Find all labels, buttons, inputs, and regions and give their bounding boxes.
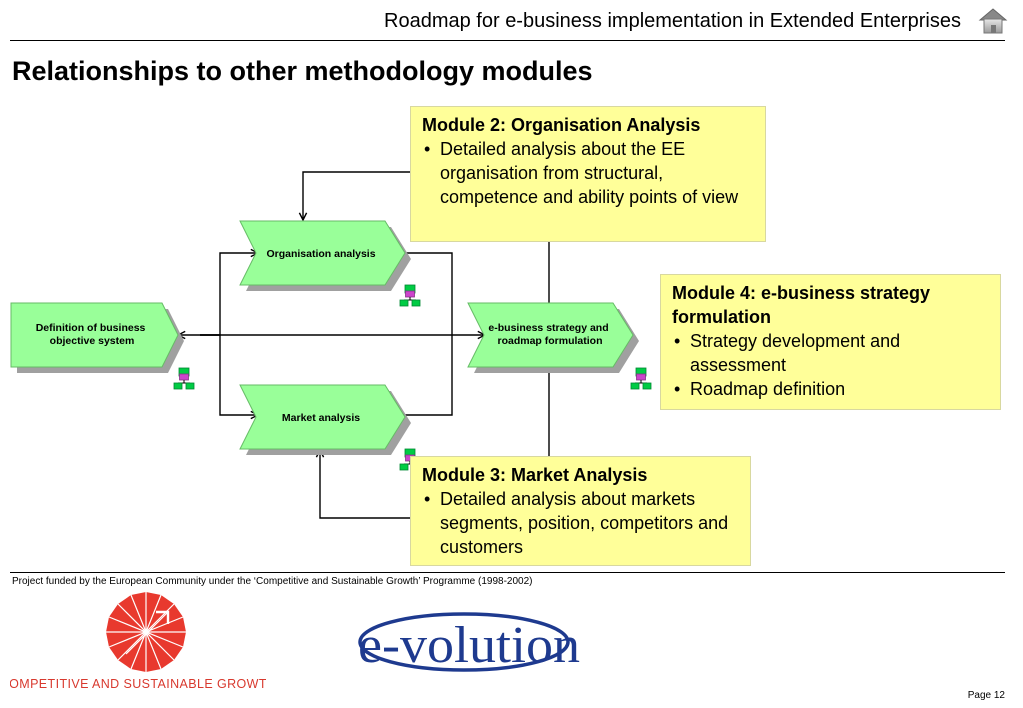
connector-module3-market [320, 450, 410, 519]
callout-module4-title: Module 4: e-business strategy formulatio… [672, 283, 931, 327]
node-definition: Definition of business objective system [10, 302, 184, 373]
org-unit-icon [173, 367, 195, 390]
svg-text:e-business strategy and: e-business strategy and roadmap formulat… [488, 322, 611, 347]
callout-module4-bullet: Strategy development and assessment [672, 329, 990, 377]
callout-module3: Module 3: Market Analysis Detailed analy… [410, 456, 751, 566]
node-organisation-label: Organisation analysis [266, 248, 375, 260]
callout-module2-title: Module 2: Organisation Analysis [422, 115, 701, 135]
callout-module3-title: Module 3: Market Analysis [422, 465, 648, 485]
header-rule [10, 40, 1005, 41]
svg-text:Organisation analysis: Organisation analysis [266, 248, 375, 260]
header-title: Roadmap for e-business implementation in… [384, 10, 961, 32]
page-number: Page 12 [967, 690, 1005, 701]
callout-module2-list: Detailed analysis about the EE organisat… [422, 137, 755, 209]
node-ebusiness-line1: e-business strategy and [488, 322, 608, 334]
home-icon[interactable] [978, 6, 1008, 36]
callout-module4-bullet: Roadmap definition [672, 377, 990, 401]
page-title: Relationships to other methodology modul… [12, 56, 593, 86]
csg-logo: COMPETITIVE AND SUSTAINABLE GROWTH [10, 592, 266, 691]
callout-module4: Module 4: e-business strategy formulatio… [660, 274, 1001, 410]
footer-note: Project funded by the European Community… [12, 576, 533, 587]
connector-market-ebusiness [405, 335, 453, 416]
org-unit-icon [399, 284, 421, 307]
connector-organisation-ebusiness [405, 252, 453, 335]
connectors [178, 171, 550, 519]
org-unit-icon [630, 367, 652, 390]
node-market: Market analysis [239, 384, 411, 455]
callout-module3-bullet: Detailed analysis about markets segments… [422, 487, 740, 559]
connector-module2-organisation [303, 171, 410, 220]
svg-text:Definition of business: Definition of business objective system [36, 322, 149, 347]
node-ebusiness-line2: roadmap formulation [497, 335, 602, 347]
node-organisation: Organisation analysis [239, 220, 411, 291]
svg-text:Market analysis: Market analysis [282, 412, 360, 424]
callout-module2-bullet: Detailed analysis about the EE organisat… [422, 137, 755, 209]
node-definition-line2: objective system [50, 335, 135, 347]
node-definition-line1: Definition of business [36, 322, 146, 334]
footer-rule [10, 572, 1005, 573]
evolution-logo: e-volution [358, 612, 580, 674]
callout-module2: Module 2: Organisation Analysis Detailed… [410, 106, 766, 242]
callout-module3-list: Detailed analysis about markets segments… [422, 487, 740, 559]
evolution-logo-text: e-volution [358, 617, 580, 674]
node-market-label: Market analysis [282, 412, 360, 424]
callout-module4-list: Strategy development and assessment Road… [672, 329, 990, 401]
node-ebusiness: e-business strategy and roadmap formulat… [467, 302, 639, 373]
csg-logo-text: COMPETITIVE AND SUSTAINABLE GROWTH [10, 677, 266, 691]
